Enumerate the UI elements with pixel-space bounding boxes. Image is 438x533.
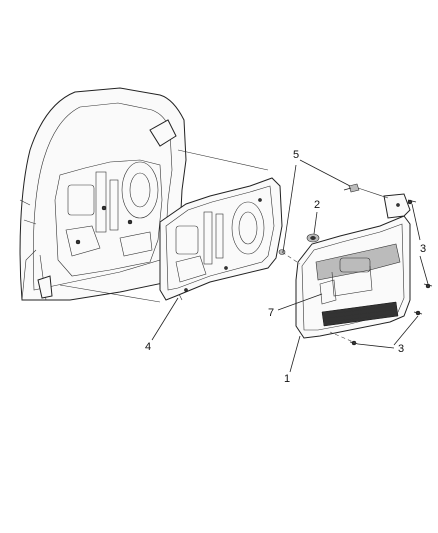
screw-mid <box>423 283 433 289</box>
callout-screw-upper: 3 <box>420 243 426 255</box>
callout-water-shield: 4 <box>145 341 151 353</box>
nut-clip <box>343 183 360 193</box>
callout-labels: 1 2 3 3 4 5 7 <box>145 149 426 385</box>
screw-lower <box>349 340 359 346</box>
push-pin-clip <box>306 233 320 243</box>
callout-screw-lower: 3 <box>398 343 404 355</box>
door-trim-panel <box>295 193 411 339</box>
callout-nut-clip: 5 <box>293 149 299 161</box>
callout-bezel-insert: 7 <box>268 307 274 319</box>
leader-lines <box>151 159 429 373</box>
water-shield-panel <box>159 177 283 301</box>
screw-upper <box>407 199 417 205</box>
callout-door-trim-panel: 1 <box>284 373 290 385</box>
vehicle-door-frame <box>19 87 187 301</box>
callout-push-pin-clip: 2 <box>314 199 320 211</box>
screw-lower-right <box>413 310 423 316</box>
